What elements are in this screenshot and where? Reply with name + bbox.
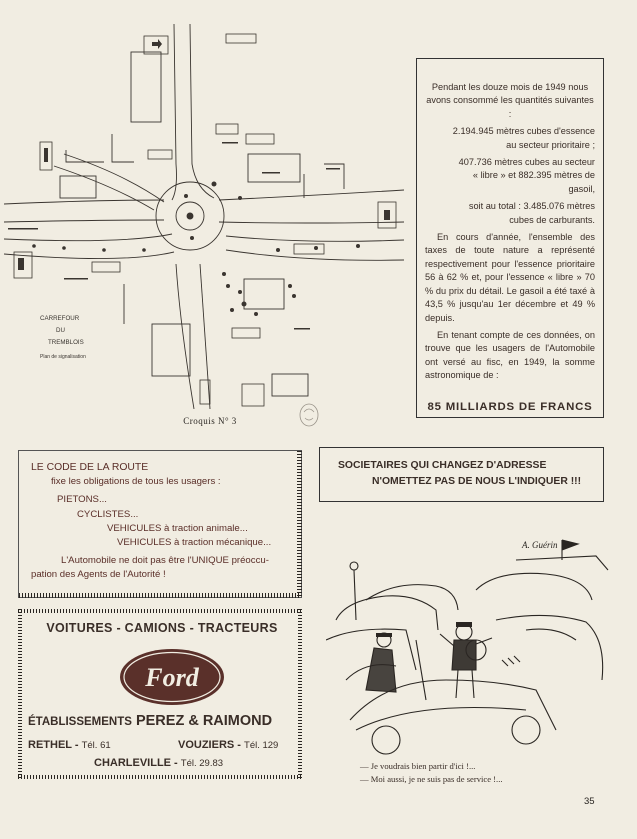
intersection-sketch: CARREFOUR DU TREMBLOIS Plan de signalisa…	[4, 24, 404, 409]
code-pietons: PIETONS...	[57, 494, 107, 506]
map-label-du: DU	[56, 327, 65, 334]
decorative-stripe	[297, 451, 302, 597]
ford-dealer-ad: VOITURES - CAMIONS - TRACTEURS Ford ÉTAB…	[18, 609, 302, 779]
fuel-tax-stats-box: Pendant les douze mois de 1949 nous avon…	[416, 58, 604, 418]
stats-item-total: soit au total : 3.485.076 mètres cubes d…	[468, 201, 595, 225]
company-prefix: ÉTABLISSEMENTS	[28, 716, 132, 728]
decorative-stripe	[18, 609, 22, 779]
charleville-phone: CHARLEVILLE - Tél. 29.83	[94, 757, 223, 769]
stats-conclusion: En tenant compte de ces données, on trou…	[425, 329, 595, 381]
cartoon-dialogue: — Je voudrais bien partir d'ici !... — M…	[360, 760, 600, 786]
code-note-line1: L'Automobile ne doit pas être l'UNIQUE p…	[61, 555, 269, 567]
stamp-icon	[299, 403, 319, 427]
code-vehicules-mecanique: VEHICULES à traction mécanique...	[117, 537, 272, 549]
code-de-la-route-box: LE CODE DE LA ROUTE fixe les obligations…	[18, 450, 302, 598]
code-title: LE CODE DE LA ROUTE	[31, 462, 149, 473]
code-vehicules-animale: VEHICULES à traction animale...	[107, 522, 248, 534]
dialogue-line2: — Moi aussi, je ne suis pas de service !…	[360, 774, 503, 784]
stats-item-essence: 2.194.945 mètres cubes d'essence au sect…	[452, 126, 595, 150]
ford-logo-text: Ford	[144, 663, 199, 692]
cartoon-signature: A. Guérin	[521, 540, 558, 550]
company-name: PEREZ & RAIMOND	[135, 713, 273, 729]
tel-vouziers: Tél. 129	[244, 740, 279, 751]
ad-company: ÉTABLISSEMENTS PEREZ & RAIMOND	[28, 713, 272, 729]
decorative-stripe	[19, 593, 301, 598]
code-subtitle: fixe les obligations de tous les usagers…	[51, 476, 221, 488]
notice-line2: N'OMETTEZ PAS DE NOUS L'INDIQUER !!!	[372, 476, 582, 487]
code-cyclistes: CYCLISTES...	[77, 508, 139, 520]
stats-highlight: 85 MILLIARDS DE FRANCS	[427, 400, 593, 413]
code-note-line2: pation des Agents de l'Autorité !	[31, 569, 166, 581]
tel-charleville: Tél. 29.83	[180, 758, 224, 769]
tel-rethel: Tél. 61	[81, 740, 111, 751]
map-label-plan: Plan de signalisation	[40, 354, 86, 360]
dialogue-line1: — Je voudrais bien partir d'ici !...	[360, 761, 476, 771]
stats-intro: Pendant les douze mois de 1949 nous avon…	[426, 82, 594, 119]
city-vouziers: VOUZIERS -	[178, 739, 241, 751]
stats-item-libre: 407.736 mètres cubes au secteur « libre …	[458, 157, 595, 194]
traffic-jam-cartoon: A. Guérin	[326, 539, 609, 755]
city-charleville: CHARLEVILLE -	[94, 757, 178, 769]
vouziers-phone: VOUZIERS - Tél. 129	[178, 739, 278, 751]
decorative-stripe	[18, 775, 302, 779]
stats-taxes: En cours d'année, l'ensemble des taxes d…	[425, 232, 595, 323]
notice-line1: SOCIETAIRES QUI CHANGEZ D'ADRESSE	[338, 460, 547, 471]
map-label-tremblois: TREMBLOIS	[48, 339, 84, 346]
ford-logo: Ford	[118, 647, 226, 707]
decorative-stripe	[18, 609, 302, 613]
rethel-phone: RETHEL - Tél. 61	[28, 739, 111, 751]
address-change-notice: SOCIETAIRES QUI CHANGEZ D'ADRESSE N'OMET…	[319, 447, 604, 502]
map-label-carrefour: CARREFOUR	[40, 315, 80, 322]
decorative-stripe	[298, 609, 302, 779]
page-number: 35	[584, 796, 595, 807]
city-rethel: RETHEL -	[28, 739, 79, 751]
sketch-caption: Croquis N° 3	[183, 416, 237, 426]
ad-headline: VOITURES - CAMIONS - TRACTEURS	[46, 621, 278, 635]
